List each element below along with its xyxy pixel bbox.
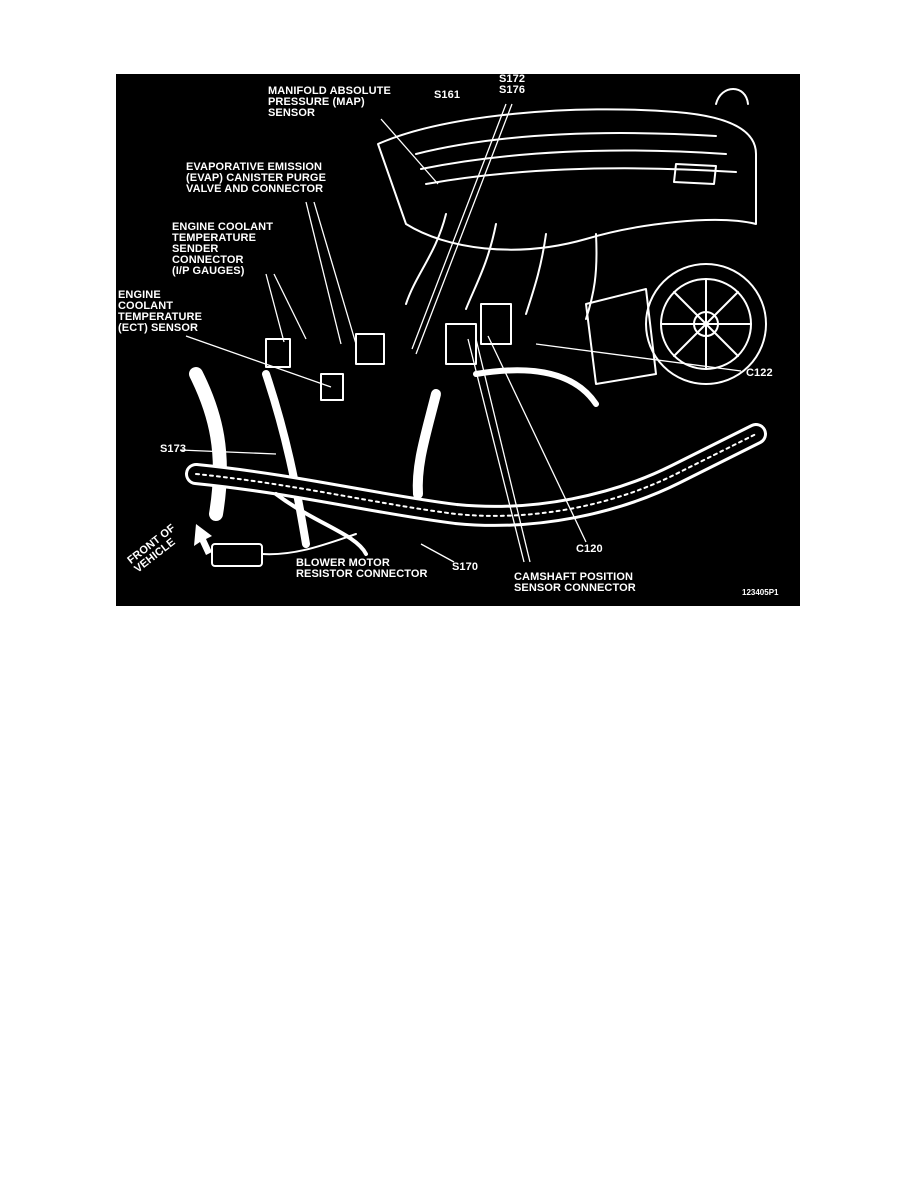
label-blower-motor: BLOWER MOTOR RESISTOR CONNECTOR (296, 557, 428, 580)
hose-left (189, 367, 227, 521)
label-s161: S161 (434, 89, 461, 101)
front-arrow-icon (194, 524, 212, 555)
label-s173: S173 (160, 443, 187, 455)
intake-plenum (377, 108, 757, 251)
label-ect-sender: ENGINE COOLANT TEMPERATURE SENDER CONNEC… (172, 221, 274, 277)
leader-evap-1 (305, 201, 342, 345)
label-camshaft: CAMSHAFT POSITION SENSOR CONNECTOR (514, 571, 636, 594)
blower-motor-connector (211, 543, 263, 567)
figure-code: 123405P1 (742, 588, 779, 597)
alternator (645, 263, 767, 385)
label-c122: C122 (746, 367, 773, 379)
leader-camshaft-2 (475, 338, 531, 563)
label-s170: S170 (452, 561, 479, 573)
label-ect-sensor: ENGINE COOLANT TEMPERATURE (ECT) SENSOR (118, 289, 203, 334)
leader-camshaft-1 (467, 338, 525, 563)
leader-s172 (411, 103, 507, 350)
leader-map (380, 118, 439, 185)
label-evap: EVAPORATIVE EMISSION (EVAP) CANISTER PUR… (186, 161, 327, 195)
leader-s170 (420, 543, 455, 563)
leader-ect-sender-1 (265, 273, 285, 343)
label-map-sensor: MANIFOLD ABSOLUTE PRESSURE (MAP) SENSOR (268, 85, 391, 119)
leader-ect-sender-2 (273, 273, 307, 340)
leader-ect-sensor (185, 335, 332, 388)
leader-evap-2 (313, 201, 357, 345)
leader-s176 (415, 103, 513, 355)
label-s172-s176: S172 S176 (499, 74, 526, 96)
leader-s173 (179, 449, 277, 455)
label-c120: C120 (576, 543, 603, 555)
leader-c122 (535, 343, 742, 372)
leader-c120 (487, 335, 587, 543)
engine-illustration (179, 88, 767, 567)
engine-wiring-figure: MANIFOLD ABSOLUTE PRESSURE (MAP) SENSOR … (116, 74, 800, 606)
